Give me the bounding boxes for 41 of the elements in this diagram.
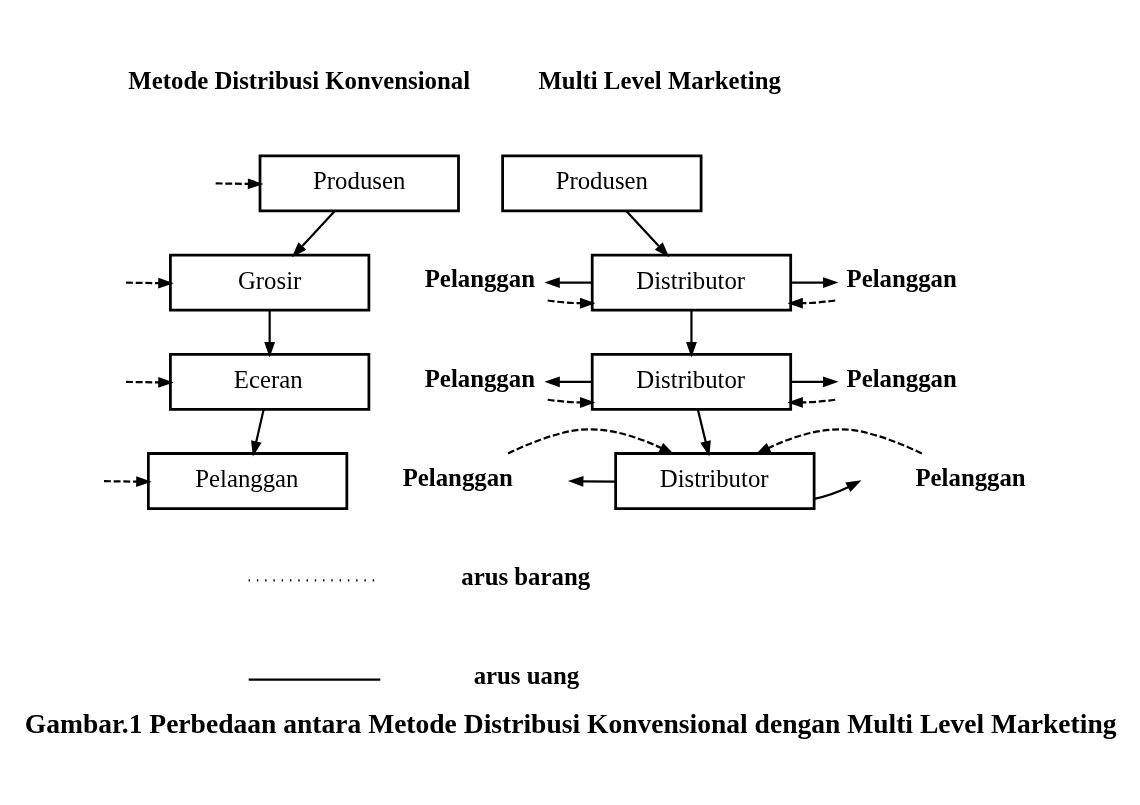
arrow xyxy=(544,277,593,288)
arrow xyxy=(215,178,264,190)
arrow xyxy=(507,428,675,455)
arrow xyxy=(696,409,711,457)
arrow xyxy=(790,277,839,288)
arrow xyxy=(251,409,265,457)
arrow xyxy=(291,210,336,258)
arrow xyxy=(755,428,923,455)
arrow xyxy=(126,277,174,289)
arrow xyxy=(686,310,697,358)
label: Multi Level Marketing xyxy=(538,66,781,94)
node-box: Pelanggan xyxy=(146,452,349,510)
arrow xyxy=(547,297,596,309)
node-box: Distributor xyxy=(614,452,816,510)
node-box: Eceran xyxy=(169,352,371,411)
node-text: Pelanggan xyxy=(424,265,535,293)
arrow xyxy=(547,397,596,408)
node-box: Produsen xyxy=(501,154,703,213)
label: Metode Distribusi Konvensional xyxy=(128,66,471,94)
node-box: Produsen xyxy=(258,154,460,213)
node-text: Pelanggan xyxy=(846,364,957,392)
node-text: Pelanggan xyxy=(915,463,1026,491)
node-text: Pelanggan xyxy=(424,364,535,392)
node-text: Pelanggan xyxy=(846,265,957,293)
arrow xyxy=(264,310,276,358)
arrow xyxy=(625,210,670,258)
arrow xyxy=(790,376,839,388)
arrow xyxy=(787,297,836,309)
arrow xyxy=(103,476,152,487)
arrow xyxy=(787,397,836,408)
node-text: Pelanggan xyxy=(402,463,513,491)
arrow xyxy=(814,480,862,500)
arrow xyxy=(567,475,616,487)
arrow xyxy=(126,376,174,388)
node-box: Distributor xyxy=(590,352,793,411)
legend-label: arus uang xyxy=(473,662,580,690)
legend-label: arus barang xyxy=(461,563,591,590)
node-box: Grosir xyxy=(169,253,371,312)
node-box: Distributor xyxy=(590,253,793,312)
caption: Gambar.1 Perbedaan antara Metode Distribusi Konvensional dengan Multi Level Marketing xyxy=(24,708,1117,740)
arrow xyxy=(544,376,593,388)
